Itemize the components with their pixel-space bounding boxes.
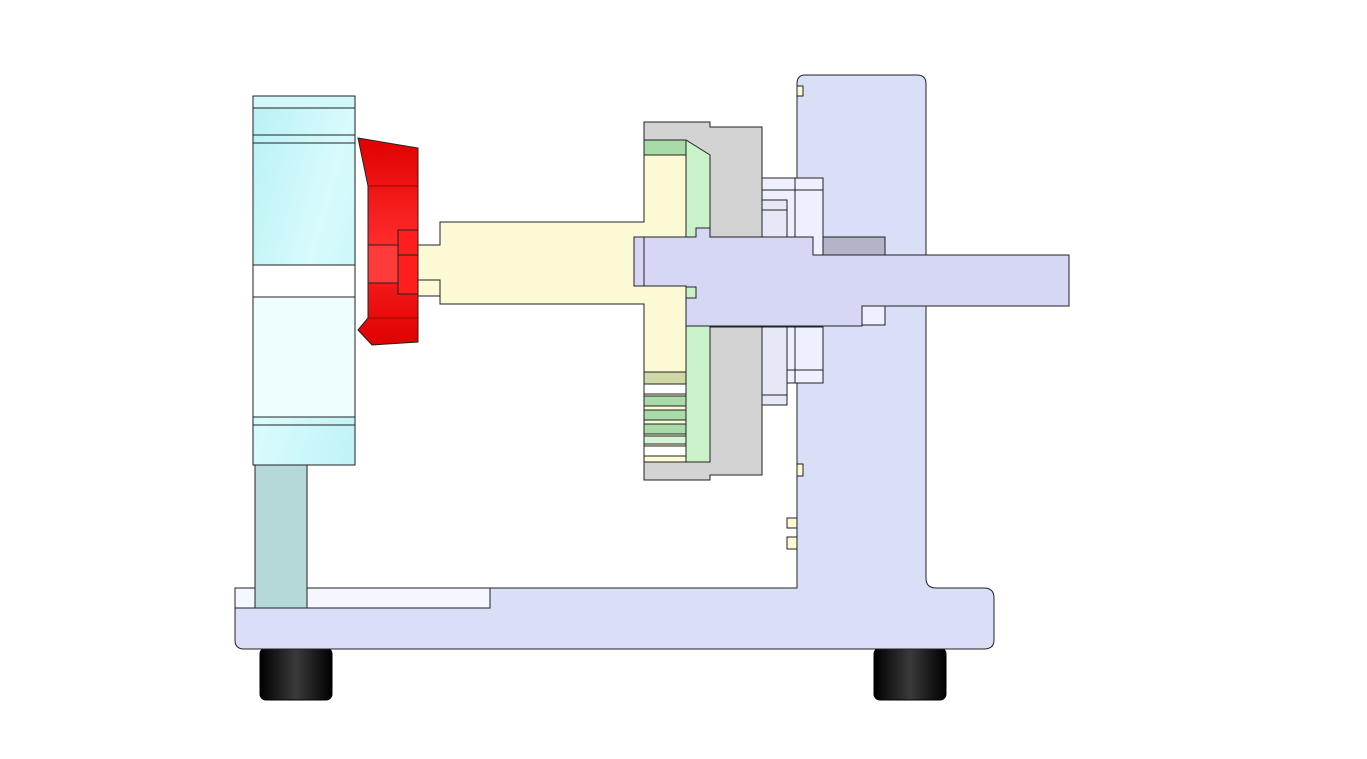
foot-right (873, 647, 947, 701)
support-post (254, 464, 308, 609)
main-shaft (633, 227, 1070, 327)
disk (252, 95, 356, 466)
column-details (786, 85, 804, 550)
handwheel (357, 137, 419, 346)
foot-left (259, 647, 333, 701)
